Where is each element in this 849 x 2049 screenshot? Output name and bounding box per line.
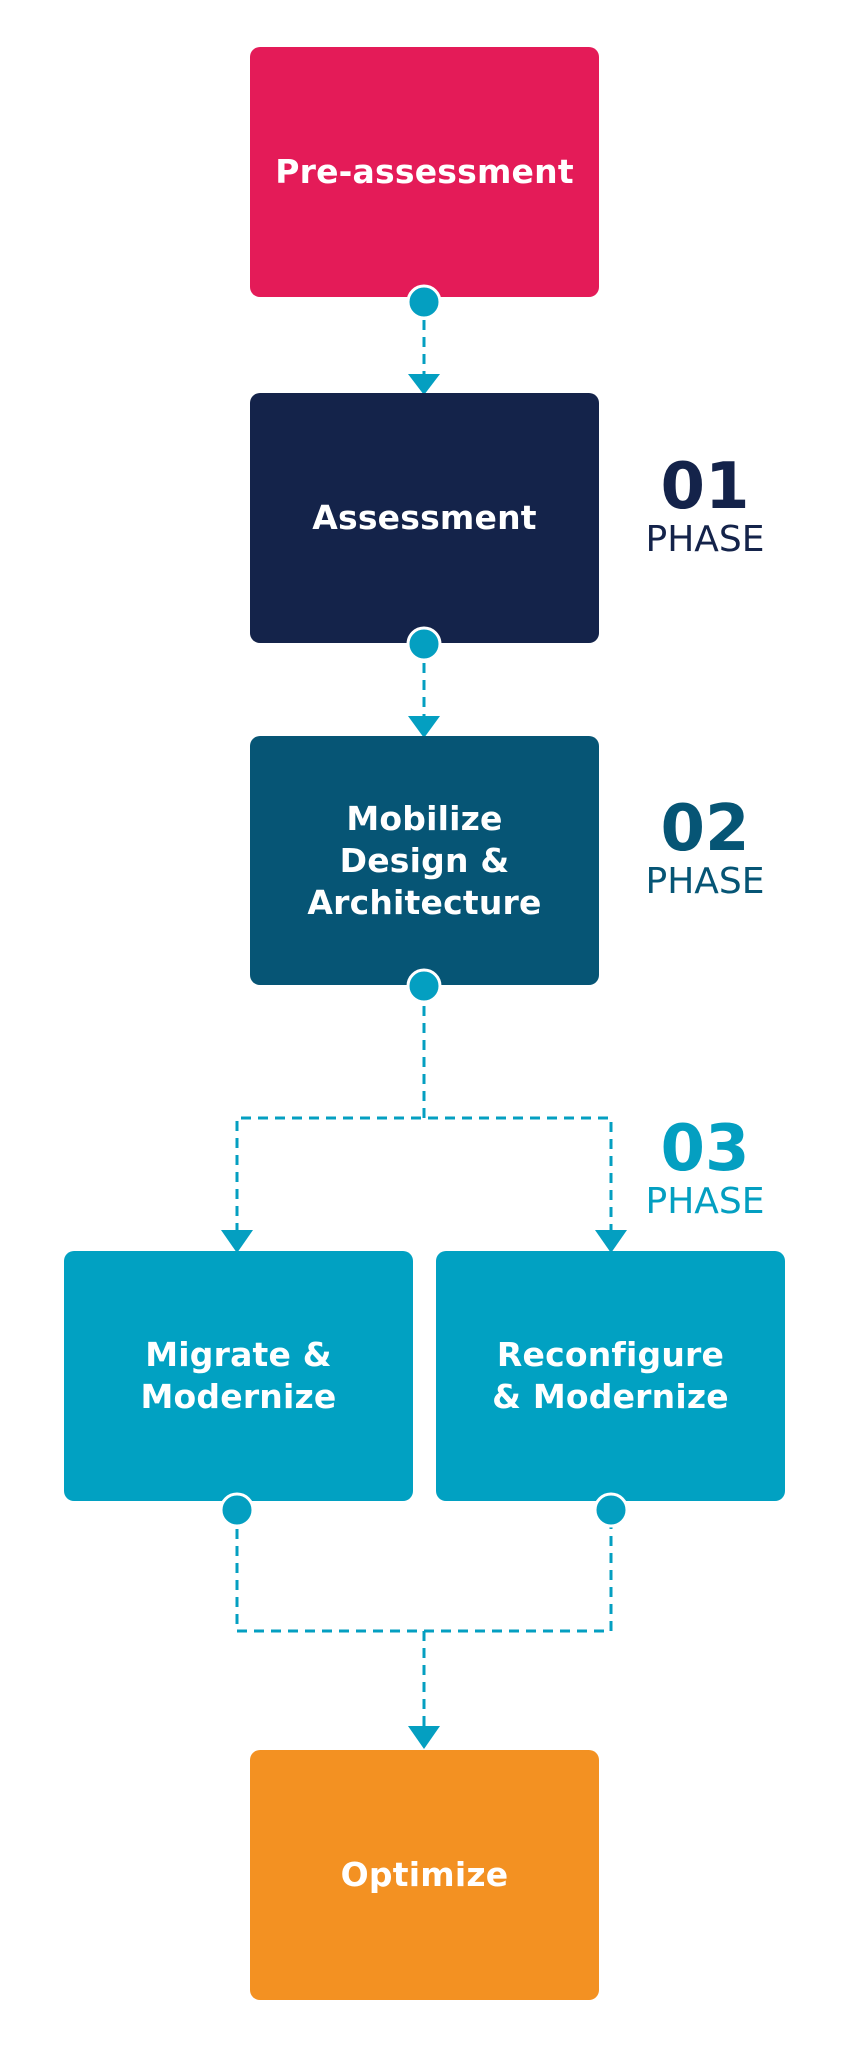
optimize-box[interactable]: Optimize (250, 1750, 599, 2000)
mobilize-label: Mobilize Design & Architecture (307, 798, 542, 922)
connector-line (235, 1512, 613, 1633)
pre-assessment-box[interactable]: Pre-assessment (250, 47, 599, 297)
phase-word: PHASE (645, 1181, 765, 1222)
optimize-label: Optimize (340, 1855, 509, 1894)
phase-word: PHASE (645, 861, 765, 902)
arrow-head (408, 374, 440, 395)
arrow-head (408, 716, 440, 738)
reconfigure-label: Reconfigure & Modernize (492, 1335, 729, 1416)
pre-assessment-label: Pre-assessment (275, 152, 574, 191)
connector-line (235, 1116, 613, 1233)
phase-number: 01 (660, 450, 750, 524)
phase-01-label: 01 PHASE (625, 450, 785, 562)
migrate-box[interactable]: Migrate & Modernize (64, 1251, 413, 1501)
migrate-label: Migrate & Modernize (140, 1335, 337, 1416)
phase-number: 02 (660, 792, 750, 866)
arrow-head (595, 1230, 627, 1253)
phase-03-label: 03 PHASE (625, 1112, 785, 1224)
reconfigure-box[interactable]: Reconfigure & Modernize (436, 1251, 785, 1501)
assessment-box[interactable]: Assessment (250, 393, 599, 643)
phase-number: 03 (660, 1112, 750, 1186)
phase-word: PHASE (645, 519, 765, 560)
phase-02-label: 02 PHASE (625, 792, 785, 904)
arrow-head (408, 1726, 440, 1749)
mobilize-box[interactable]: Mobilize Design & Architecture (250, 736, 599, 985)
arrow-head (221, 1230, 253, 1253)
assessment-label: Assessment (312, 498, 537, 537)
